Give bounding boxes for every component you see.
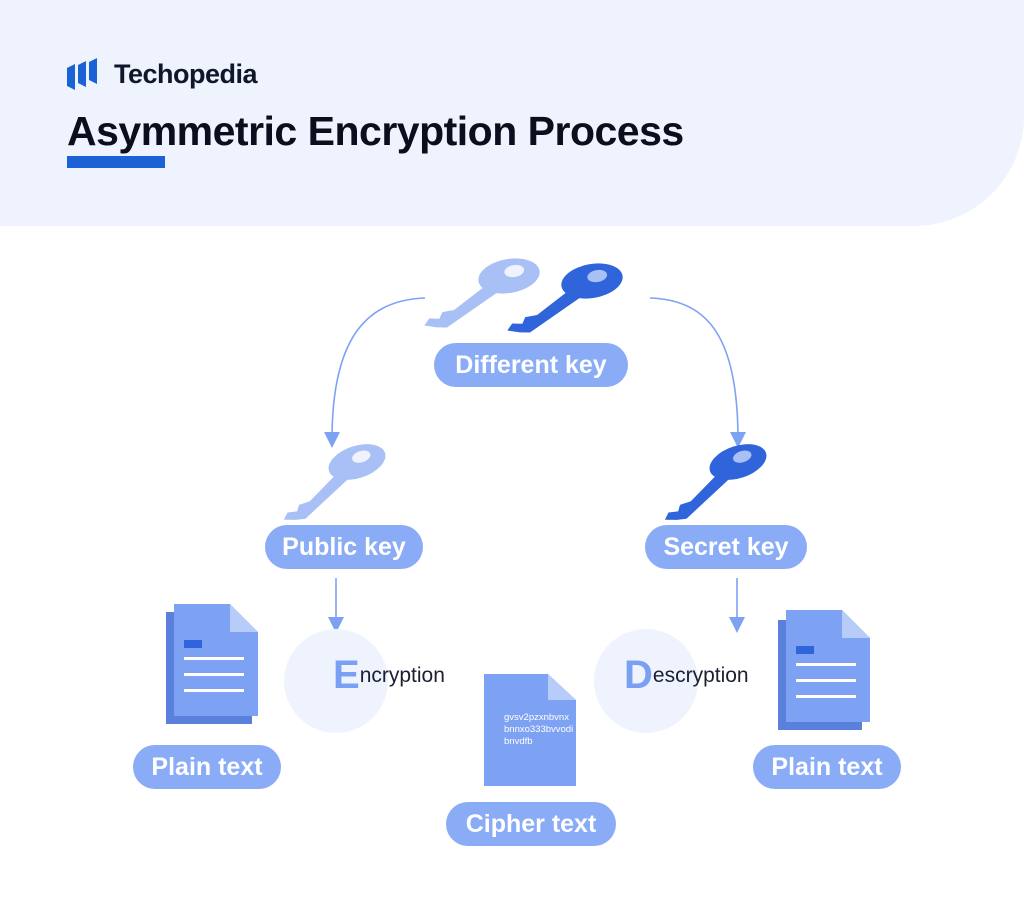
public-key-text: Public key (282, 533, 406, 561)
encryption-circle (284, 629, 388, 733)
cipher-document-icon (484, 674, 576, 786)
title-underline (67, 156, 165, 168)
plain-text-right-text: Plain text (771, 753, 883, 781)
secret-key-text: Secret key (663, 533, 789, 561)
brand-name: Techopedia (114, 59, 258, 89)
public-key-icon (268, 437, 397, 526)
arrow-to-secret-key (649, 297, 746, 448)
different-key-text: Different key (455, 351, 607, 379)
encryption-label: Encryption (333, 655, 445, 695)
cipher-text-text: Cipher text (465, 810, 597, 838)
descryption-initial: D (624, 653, 653, 697)
cipher-text-label: Cipher text (446, 802, 616, 846)
public-key-label: Public key (265, 525, 423, 569)
public-key-top-icon (415, 253, 547, 332)
encryption-rest: ncryption (359, 664, 445, 687)
descryption-label: Descryption (624, 655, 749, 695)
cipher-content: gvsv2pzxnbvnxbnnxo333bvvodibnvdfb (504, 712, 574, 747)
techopedia-logo-icon (67, 58, 97, 90)
different-key-label: Different key (434, 343, 628, 387)
plain-text-right-label: Plain text (753, 745, 901, 789)
secret-key-label: Secret key (645, 525, 807, 569)
plain-text-left-label: Plain text (133, 745, 281, 789)
descryption-circle (594, 629, 698, 733)
secret-key-top-icon (498, 258, 630, 337)
descryption-rest: escryption (652, 664, 749, 687)
plain-text-left-document-icon (166, 604, 258, 724)
plain-text-right-document-icon (778, 610, 870, 730)
plain-text-left-text: Plain text (151, 753, 263, 781)
header-banner: Techopedia Asymmetric Encryption Process (0, 0, 1024, 226)
encryption-initial: E (333, 653, 360, 697)
arrow-to-public-key (324, 297, 426, 448)
page-title: Asymmetric Encryption Process (67, 108, 684, 154)
secret-key-icon (649, 437, 778, 526)
